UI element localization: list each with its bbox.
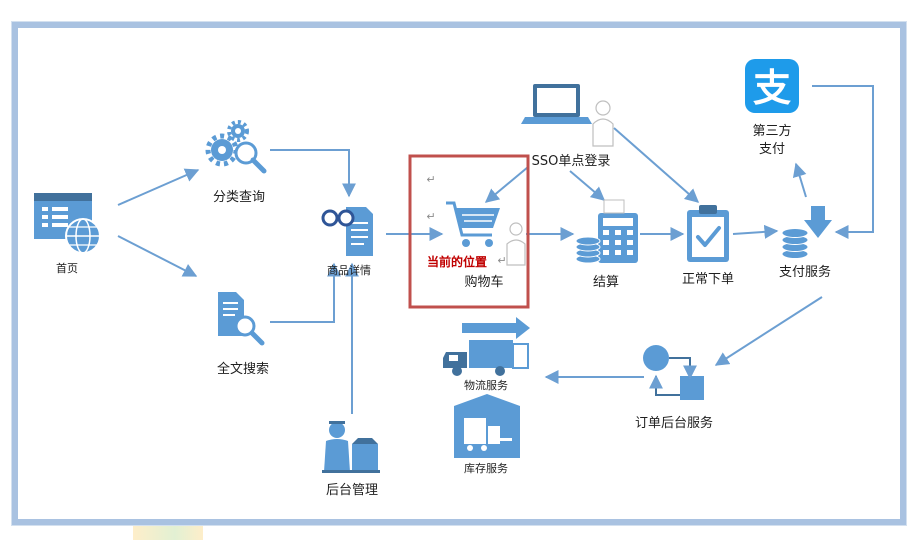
alipay-icon: 支: [745, 59, 799, 113]
truck-icon: [443, 317, 530, 376]
user-silhouette-icon: [506, 222, 526, 266]
node-label-order-backend: 订单后台服务: [634, 416, 714, 431]
laptop-user-icon: [521, 84, 614, 147]
gears-magnifier-icon: [205, 120, 267, 174]
clipboard-check-icon: [687, 205, 729, 262]
warehouse-forklift-icon: [454, 394, 520, 458]
node-label-home: 首页: [56, 262, 78, 275]
glasses-document-icon: [321, 207, 373, 256]
arrow-payment-to-orderbackend: [714, 296, 823, 366]
node-label-fulltext-search: 全文搜索: [216, 362, 270, 377]
node-label-third-party-line1: 第三方: [752, 124, 792, 139]
node-label-payment-service: 支付服务: [778, 265, 832, 280]
shopping-cart-icon: [446, 201, 500, 247]
arrow-sso-to-checkout: [569, 170, 606, 201]
arrow-home-to-category: [117, 168, 200, 206]
arrow-order-to-payment: [732, 224, 779, 239]
node-label-product-detail: 商品详情: [327, 264, 371, 277]
node-label-cart: 购物车: [464, 275, 504, 290]
node-label-category-search: 分类查询: [212, 190, 266, 205]
process-box-icon: [643, 345, 704, 400]
coins-calculator-icon: [575, 199, 638, 264]
watermark-strip: [133, 526, 203, 540]
current-position-highlight-box: [408, 154, 530, 309]
return-mark: ↵: [426, 210, 436, 223]
node-label-checkout: 结算: [592, 275, 620, 290]
return-mark: ↵: [426, 173, 436, 186]
node-label-logistics: 物流服务: [464, 379, 508, 392]
node-label-admin-manage: 后台管理: [325, 483, 379, 498]
node-label-normal-order: 正常下单: [681, 272, 735, 287]
alipay-logo-glyph: 支: [753, 66, 791, 110]
person-at-desk-icon: [322, 421, 380, 473]
return-mark: ↵: [497, 254, 507, 267]
current-position-label: 当前的位置: [427, 255, 488, 269]
browser-globe-icon: [34, 193, 101, 254]
document-magnifier-icon: [218, 292, 265, 346]
arrow-category-to-detail: [270, 149, 356, 198]
arrow-home-to-fulltext: [117, 235, 198, 277]
node-label-inventory: 库存服务: [464, 462, 508, 475]
arrow-payment-to-thirdparty: [792, 162, 807, 198]
arrow-fulltext-to-detail: [270, 262, 341, 323]
coins-down-arrow-icon: [781, 206, 832, 259]
arrow-sso-to-order: [613, 127, 700, 203]
node-label-sso-login: SSO单点登录: [531, 154, 611, 169]
arrow-thirdparty-to-payment: [812, 85, 874, 239]
connectors: [117, 85, 874, 414]
arrow-sso-to-cart: [484, 166, 529, 203]
node-label-third-party-line2: 支付: [758, 142, 786, 157]
